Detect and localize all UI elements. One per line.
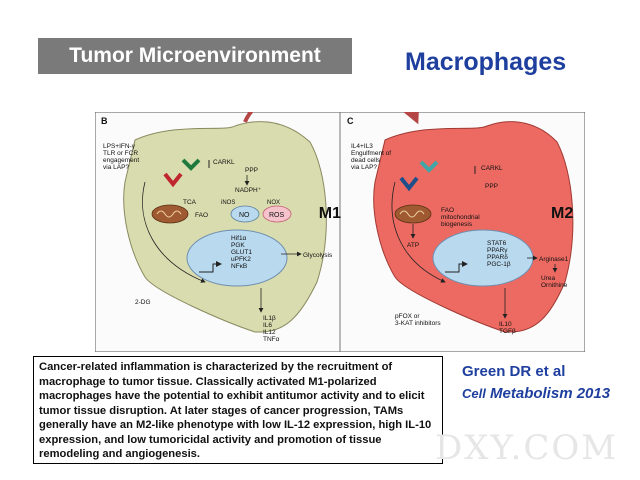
- m1-gene-1: Hif1α: [231, 235, 247, 242]
- m2-label: M2: [551, 205, 573, 222]
- m1-ros-bubble: [262, 205, 292, 223]
- m1-cytokine-3: IL12: [263, 329, 276, 336]
- m2-fao-3: biogenesis: [441, 221, 473, 228]
- m1-nadph: NADPH⁺: [235, 187, 262, 194]
- m1-cytokine-4: TNFα: [263, 336, 280, 343]
- m2-inhibitor-2: 3-KAT inhibitors: [395, 320, 441, 327]
- m2-mitochondrion: [394, 204, 432, 224]
- panel-c-letter: C: [347, 116, 354, 126]
- m1-inos: iNOS: [221, 200, 235, 206]
- m1-inhibitor: 2-DG: [135, 299, 151, 306]
- m2-stimulus-4: via LAP?: [351, 164, 377, 171]
- m2-urea-2: Ornithine: [541, 282, 568, 289]
- m2-ppp: PPP: [485, 183, 498, 190]
- m1-cytokine-1: IL1β: [263, 315, 276, 322]
- m2-fao-1: FAO: [441, 207, 454, 214]
- m2-gene-1: STAT6: [487, 240, 507, 247]
- reference-journal: Cell Metabolism 2013: [462, 385, 610, 402]
- m1-glycolysis: Glycolysis: [303, 252, 333, 259]
- m1-gene-3: GLUT1: [231, 249, 252, 256]
- m1-receptor-red: [163, 172, 183, 188]
- macrophage-diagram: B LPS+IFN-γ TLR or FCR engagement via LA…: [95, 112, 585, 352]
- m2-fao-2: mitochondrial: [441, 214, 480, 221]
- m2-receptor-blue: [399, 176, 419, 192]
- m2-gene-4: PGC-1β: [487, 261, 511, 268]
- m2-stimulus-1: IL4+IL3: [351, 143, 373, 150]
- m2-cytokine-2: TGFβ: [499, 328, 516, 335]
- reference-journal-name: Metabolism 2013: [490, 385, 611, 402]
- reference-authors: Green DR et al: [462, 363, 566, 380]
- reference-journal-prefix: Cell: [462, 386, 486, 401]
- m2-arginase: Arginase1: [539, 256, 569, 263]
- m2-atp: ATP: [407, 242, 419, 249]
- slide-subtitle: Macrophages: [405, 48, 567, 76]
- m1-fao: FAO: [195, 212, 208, 219]
- m2-cell: [373, 121, 574, 333]
- m1-no: NO: [239, 212, 250, 219]
- m2-receptor-teal: [419, 160, 439, 173]
- m1-ppp: PPP: [245, 167, 258, 174]
- m1-stimulus-1: LPS+IFN-γ: [103, 143, 136, 150]
- m2-urea-1: Urea: [541, 275, 555, 282]
- m1-stimulus-3: engagement: [103, 157, 139, 164]
- m1-stimulus-4: via LAP?: [103, 164, 129, 171]
- m1-gene-4: uPFK2: [231, 256, 251, 263]
- m1-mitochondrion: [151, 204, 189, 224]
- m2-gene-2: PPARγ: [487, 247, 508, 254]
- m1-stimulus-2: TLR or FCR: [103, 150, 138, 157]
- m1-gene-2: PGK: [231, 242, 245, 249]
- caption-box: Cancer-related inflammation is character…: [33, 356, 443, 464]
- m2-carkl: CARKL: [481, 165, 503, 172]
- m1-gene-5: NFκB: [231, 263, 247, 270]
- panel-b-letter: B: [101, 116, 108, 126]
- m2-gene-3: PPARδ: [487, 254, 508, 261]
- m1-cell: [123, 121, 327, 333]
- m1-carkl: CARKL: [213, 159, 235, 166]
- m2-nucleus: [432, 229, 534, 287]
- m1-ros: ROS: [269, 212, 285, 219]
- watermark: DXY.COM: [435, 428, 619, 468]
- m1-label: M1: [319, 205, 341, 222]
- m2-inhibitor-1: pFOX or: [395, 313, 420, 320]
- m1-tca: TCA: [183, 199, 197, 206]
- m2-stimulus-3: dead cells: [351, 157, 381, 164]
- m1-cytokine-2: IL6: [263, 322, 272, 329]
- m2-cytokine-1: IL10: [499, 321, 512, 328]
- slide-title: Tumor Microenvironment: [38, 38, 352, 74]
- m1-receptor-green: [181, 158, 201, 171]
- m1-nox: NOX: [267, 200, 280, 206]
- m1-no-bubble: [230, 205, 260, 223]
- m2-stimulus-2: Engulfment of: [351, 150, 391, 157]
